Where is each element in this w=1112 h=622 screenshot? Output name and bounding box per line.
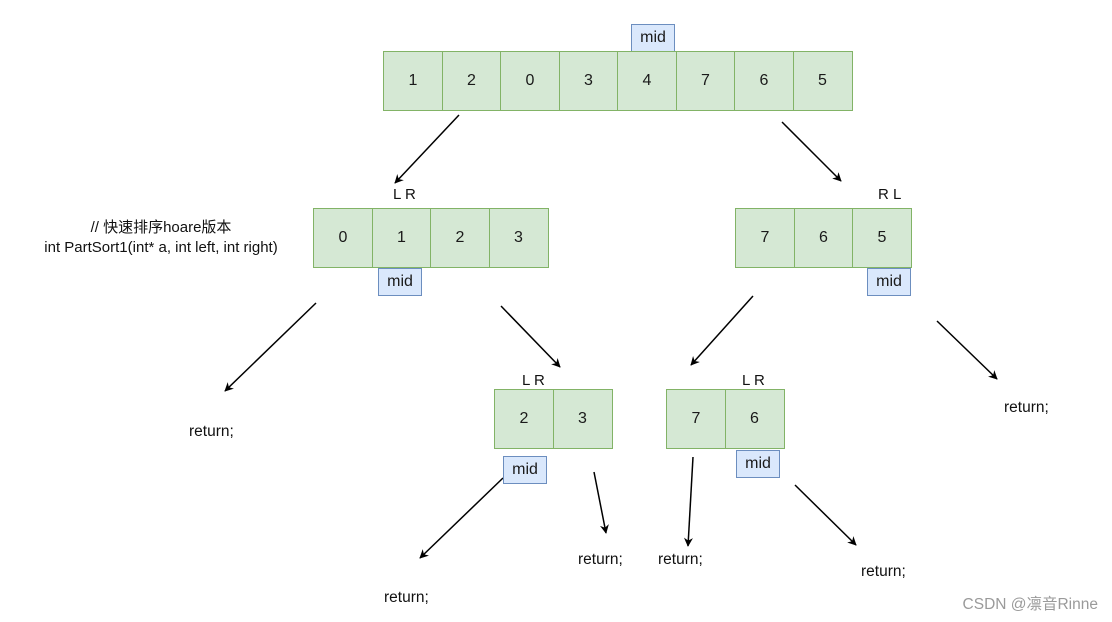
array-cell: 7 bbox=[675, 51, 736, 111]
return-label: return; bbox=[189, 423, 234, 440]
array-cell: 0 bbox=[500, 51, 560, 111]
root-mid-marker: mid bbox=[631, 24, 675, 52]
arrow-left-right-to-return-b bbox=[593, 471, 609, 534]
array-cell: 3 bbox=[552, 389, 613, 449]
return-label: return; bbox=[658, 551, 703, 568]
function-comment: // 快速排序hoare版本 bbox=[90, 219, 232, 236]
arrow-left-right-to-return-a bbox=[419, 477, 504, 559]
return-label: return; bbox=[1004, 399, 1049, 416]
right-left-array: 7 6 bbox=[666, 389, 785, 449]
arrow-right-to-return bbox=[936, 320, 998, 380]
array-cell: 3 bbox=[488, 208, 549, 268]
array-cell: 1 bbox=[371, 208, 432, 268]
arrow-right-to-subarray bbox=[690, 295, 754, 366]
right-array: 7 6 5 bbox=[735, 208, 912, 268]
array-cell: 3 bbox=[558, 51, 619, 111]
array-cell: 6 bbox=[724, 389, 785, 449]
array-cell: 5 bbox=[852, 208, 912, 268]
left-mid-marker: mid bbox=[378, 268, 422, 296]
array-cell: 4 bbox=[617, 51, 677, 111]
array-cell: 6 bbox=[734, 51, 794, 111]
array-cell: 2 bbox=[494, 389, 554, 449]
left-array: 0 1 2 3 bbox=[313, 208, 549, 268]
return-label: return; bbox=[578, 551, 623, 568]
root-array: 1 2 0 3 4 7 6 5 bbox=[383, 51, 853, 111]
array-cell: 7 bbox=[666, 389, 726, 449]
left-right-array: 2 3 bbox=[494, 389, 613, 449]
function-annotation: // 快速排序hoare版本 int PartSort1(int* a, int… bbox=[0, 218, 322, 258]
arrow-root-to-right bbox=[781, 121, 842, 182]
array-cell: 7 bbox=[735, 208, 795, 268]
right-mid-marker: mid bbox=[867, 268, 911, 296]
left-pointers: L R bbox=[393, 186, 416, 203]
arrow-left-to-subarray bbox=[500, 305, 561, 368]
arrow-left-to-return bbox=[224, 302, 317, 392]
arrow-root-to-left bbox=[394, 114, 460, 184]
return-label: return; bbox=[861, 563, 906, 580]
arrow-right-left-to-return-a bbox=[683, 456, 694, 547]
right-pointers: R L bbox=[878, 186, 902, 203]
left-right-mid-marker: mid bbox=[503, 456, 547, 484]
function-signature: int PartSort1(int* a, int left, int righ… bbox=[44, 239, 278, 256]
watermark: CSDN @凛音Rinne bbox=[962, 596, 1098, 613]
array-cell: 2 bbox=[430, 208, 490, 268]
arrow-right-left-to-return-b bbox=[794, 484, 857, 546]
left-right-pointers: L R bbox=[522, 372, 545, 389]
array-cell: 6 bbox=[793, 208, 854, 268]
return-label: return; bbox=[384, 589, 429, 606]
array-cell: 0 bbox=[313, 208, 373, 268]
right-left-pointers: L R bbox=[742, 372, 765, 389]
array-cell: 5 bbox=[792, 51, 853, 111]
right-left-mid-marker: mid bbox=[736, 450, 780, 478]
array-cell: 2 bbox=[441, 51, 502, 111]
array-cell: 1 bbox=[383, 51, 443, 111]
